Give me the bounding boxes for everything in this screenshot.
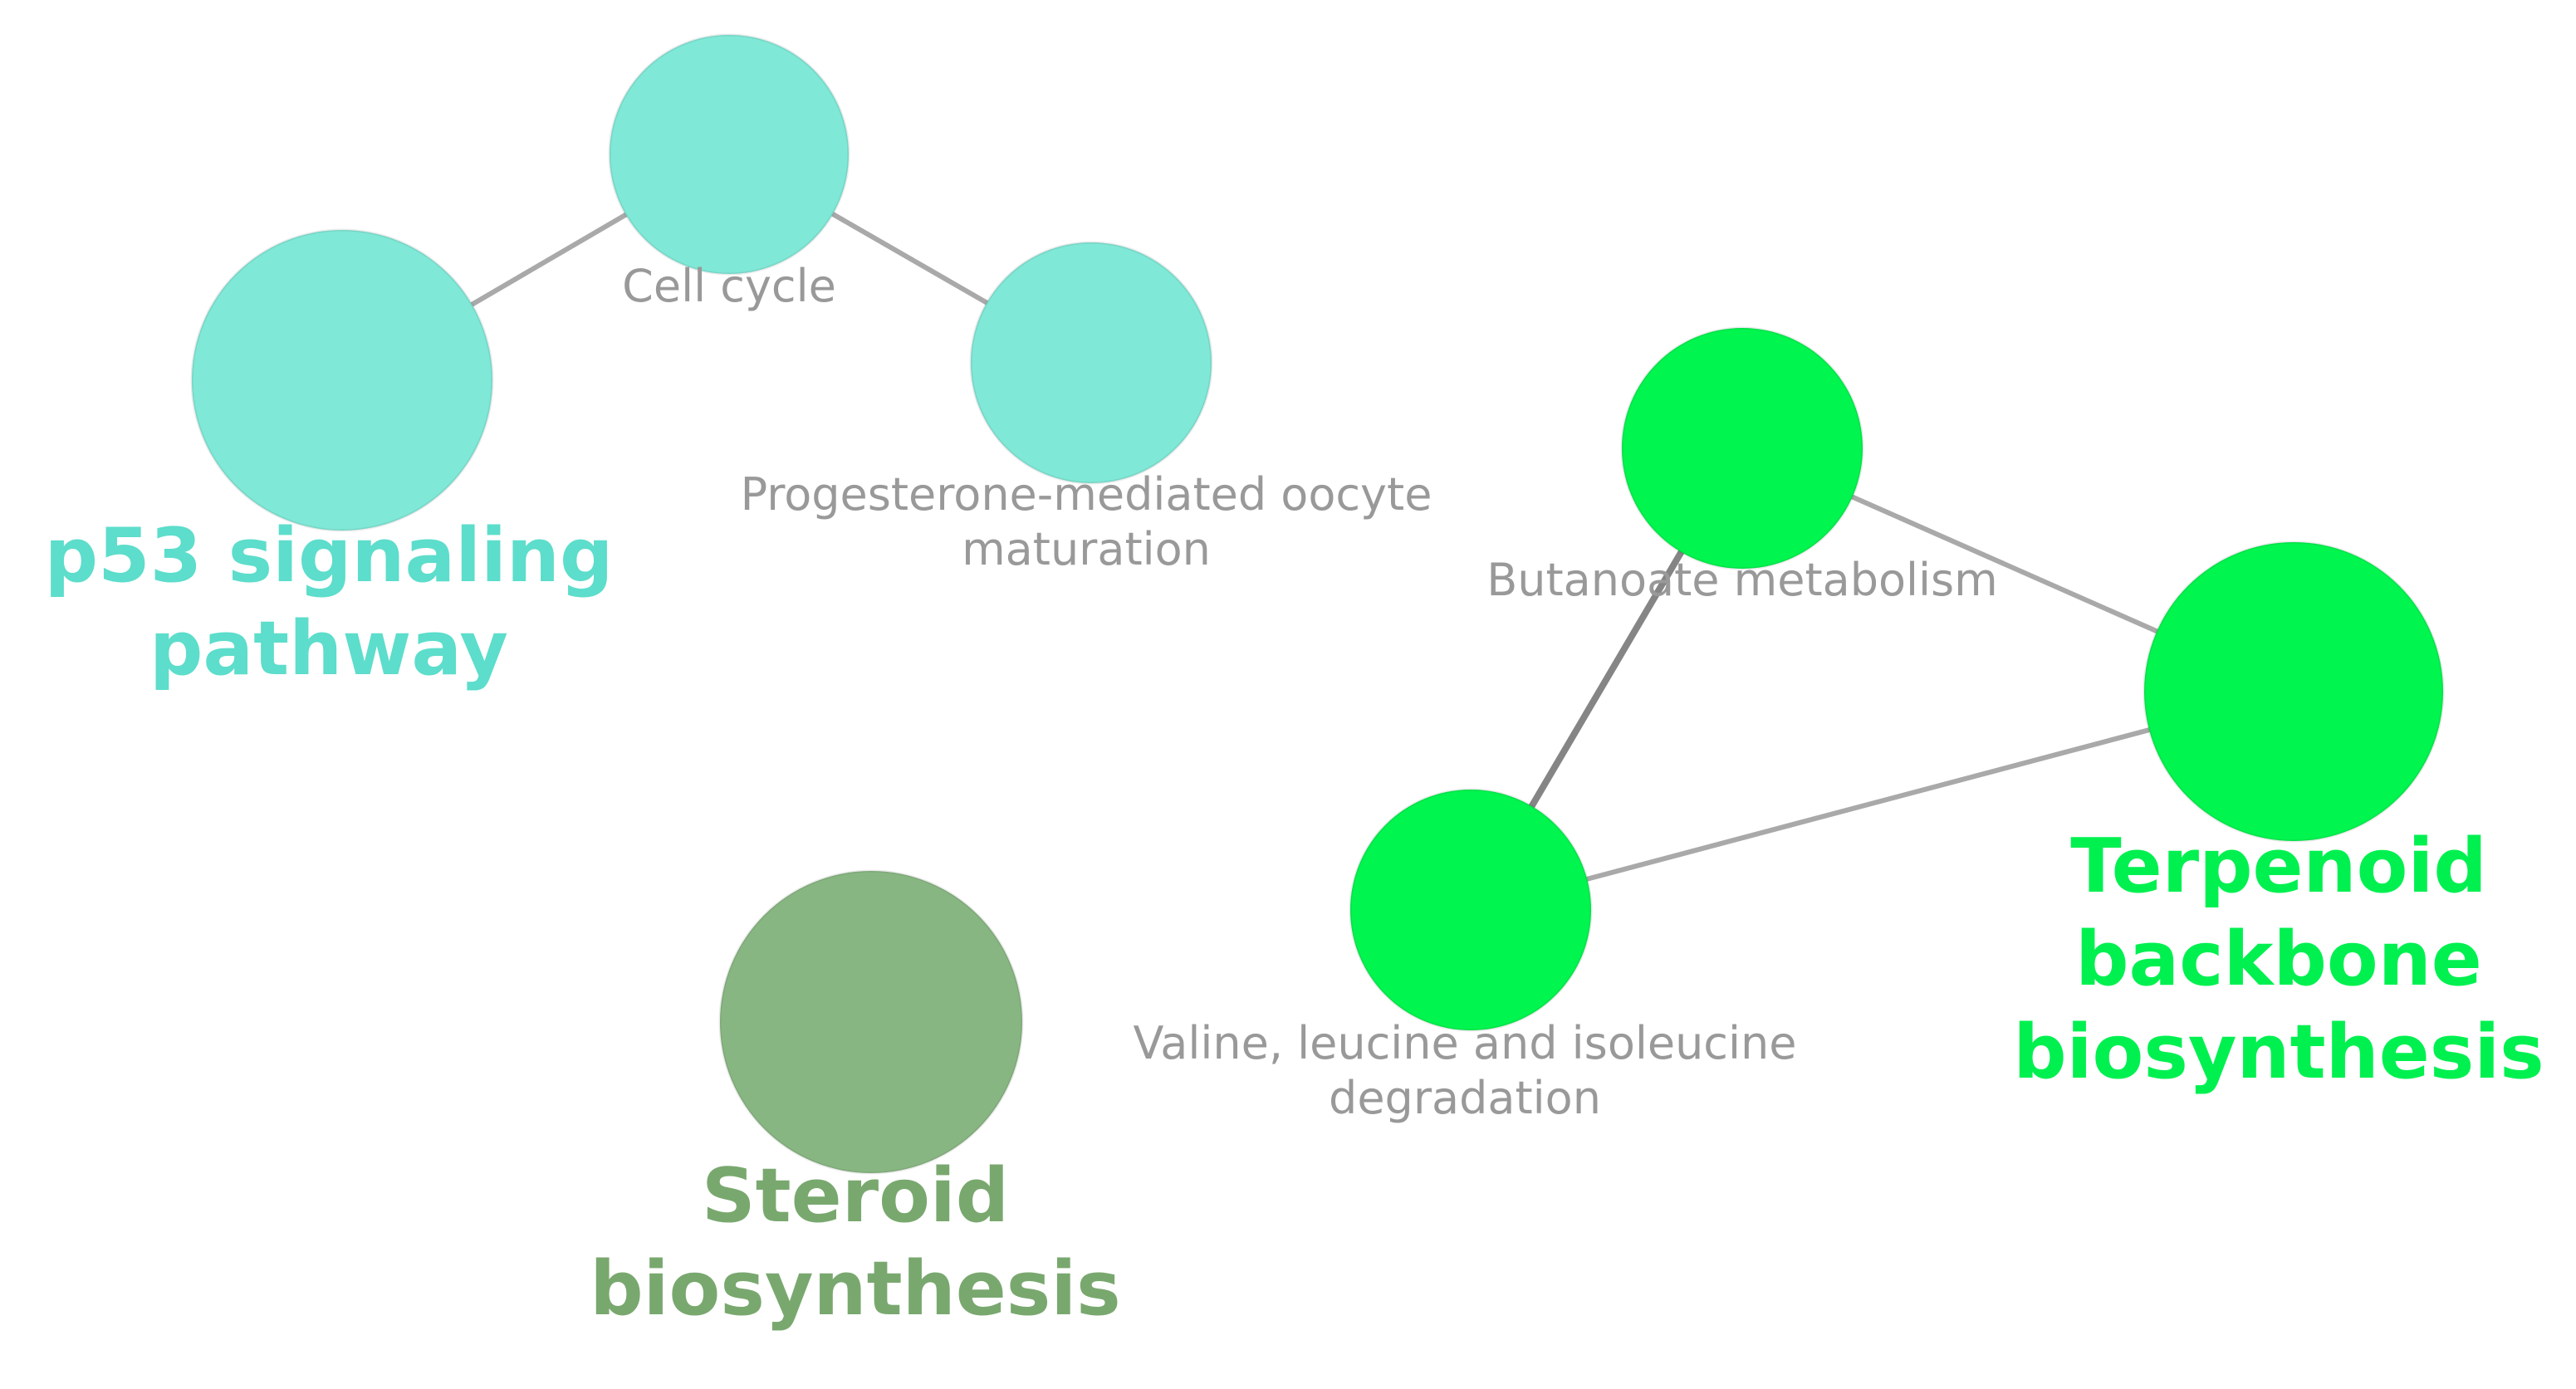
node-label-line: Valine, leucine and isoleucine (1134, 1017, 1797, 1069)
node-cell-cycle[interactable] (608, 33, 850, 276)
node-label-line: degradation (1329, 1072, 1601, 1124)
node-label-line: biosynthesis (2013, 1009, 2544, 1096)
node-label-line: backbone (2075, 916, 2482, 1003)
node-label-line: Steroid (702, 1152, 1009, 1240)
node-label-line: Progesterone-mediated oocyte (741, 468, 1432, 521)
node-steroid[interactable] (718, 869, 1024, 1175)
node-valine[interactable] (1349, 788, 1593, 1032)
node-label-line: Cell cycle (622, 260, 836, 312)
node-p53[interactable] (190, 228, 494, 532)
node-butanoate[interactable] (1620, 326, 1864, 570)
node-label-line: Terpenoid (2070, 823, 2487, 910)
node-label-line: maturation (962, 523, 1211, 575)
node-label-cell-cycle: Cell cycle (622, 260, 836, 312)
node-label-line: Butanoate metabolism (1486, 554, 1998, 606)
node-label-line: p53 signaling (45, 512, 614, 599)
node-progesterone[interactable] (969, 241, 1213, 485)
node-label-butanoate: Butanoate metabolism (1486, 554, 1998, 606)
node-terpenoid[interactable] (2143, 540, 2445, 843)
nodes-layer (190, 33, 2445, 1175)
node-label-line: biosynthesis (590, 1245, 1121, 1333)
node-label-line: pathway (149, 605, 508, 692)
